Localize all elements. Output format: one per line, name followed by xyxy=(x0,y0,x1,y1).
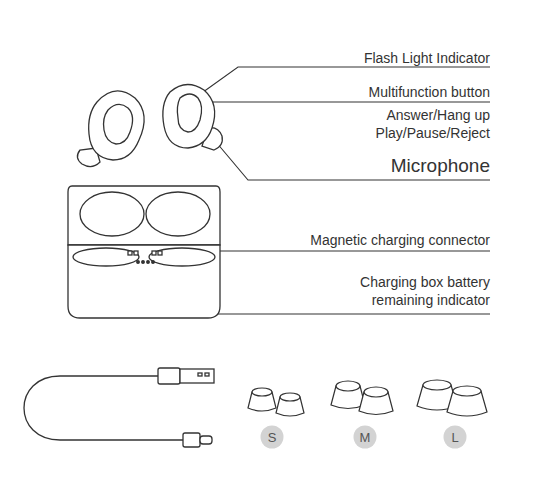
charging-contact xyxy=(128,251,132,255)
left-earbud xyxy=(77,91,144,167)
battery-dot xyxy=(137,261,140,264)
battery-dot xyxy=(147,261,150,264)
case-body xyxy=(68,245,220,318)
ear-tip xyxy=(276,394,304,416)
usb-cable xyxy=(24,368,214,447)
charging-cradle xyxy=(149,248,215,266)
usb-a-hole xyxy=(198,373,202,376)
ear-tips xyxy=(248,380,487,416)
size-letter: M xyxy=(353,430,377,445)
charging-contact xyxy=(134,251,138,255)
charging-case xyxy=(68,186,220,318)
badge-fill xyxy=(444,426,467,449)
ear-tip xyxy=(248,389,276,411)
part-label: Magnetic charging connector xyxy=(310,231,490,249)
case-lid xyxy=(68,186,220,245)
ear-tip xyxy=(447,387,487,416)
battery-dot xyxy=(142,261,145,264)
part-label: Charging box battery remaining indicator xyxy=(342,273,490,309)
cable xyxy=(24,376,183,440)
ear-tip-top xyxy=(252,388,272,396)
charging-cradle xyxy=(73,248,139,266)
ear-tip-top xyxy=(336,381,360,391)
ear-tip-top xyxy=(453,386,481,396)
leader-line xyxy=(200,101,490,102)
battery-dot xyxy=(152,261,155,264)
part-label: Flash Light Indicator xyxy=(364,49,490,67)
leader-line xyxy=(216,142,490,180)
ear-tip-top xyxy=(364,387,388,397)
size-letter: S xyxy=(260,430,284,445)
usb-c-boot xyxy=(183,433,200,447)
ear-tip-top xyxy=(423,380,451,390)
usb-c-plug xyxy=(200,436,212,444)
badge-fill xyxy=(354,426,377,449)
part-label: Multifunction button xyxy=(369,83,490,101)
part-label: Answer/Hang up Play/Pause/Reject xyxy=(362,106,490,142)
part-label: Microphone xyxy=(391,154,490,177)
charging-contact xyxy=(152,251,156,255)
size-letter: L xyxy=(443,430,467,445)
usb-a-hole xyxy=(205,373,209,376)
size-badge: S xyxy=(260,425,284,449)
lid-recess xyxy=(146,192,210,236)
charging-contact xyxy=(158,251,162,255)
leader-line xyxy=(192,67,490,100)
lid-recess xyxy=(80,192,144,236)
earbud-button xyxy=(104,104,133,144)
size-badge: L xyxy=(443,425,467,449)
usb-a-boot xyxy=(158,368,180,384)
earbud-shell xyxy=(89,91,144,160)
size-badge: M xyxy=(353,425,377,449)
ear-tip-top xyxy=(280,393,300,401)
earbud-shell xyxy=(163,84,215,148)
badge-fill xyxy=(261,426,284,449)
earbud-button xyxy=(177,94,201,132)
right-earbud xyxy=(163,84,222,150)
usb-a-plug xyxy=(180,369,214,383)
